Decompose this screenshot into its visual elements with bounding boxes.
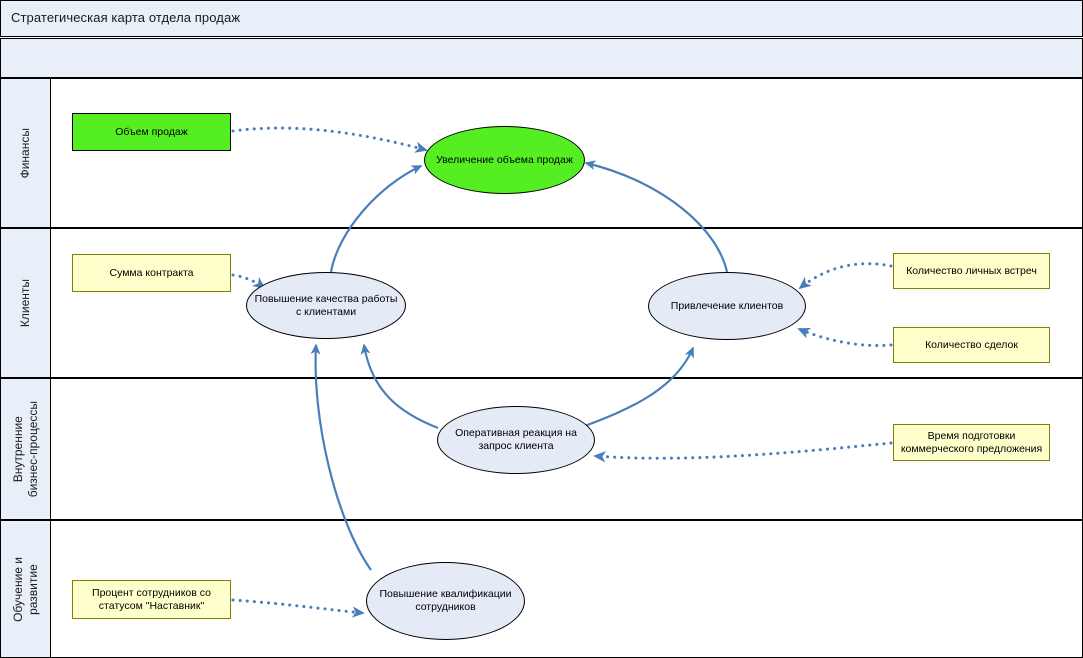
objective-staff-skills-label: Повышение квалификации сотрудников	[379, 588, 512, 613]
measure-mentor-percent[interactable]: Процент сотрудников со статусом "Наставн…	[72, 580, 231, 619]
measure-deals-count-label: Количество сделок	[925, 338, 1018, 351]
measure-sales-volume[interactable]: Объем продаж	[72, 113, 231, 151]
objective-client-acquisition-label: Привлечение клиентов	[670, 299, 784, 312]
perspective-label-finance-text: Финансы	[18, 127, 32, 179]
objective-client-quality-label: Повышение качества работы с клиентами	[254, 292, 398, 318]
perspective-label-learning: Обучение и развитие	[1, 521, 51, 657]
measure-contract-sum[interactable]: Сумма контракта	[72, 254, 231, 292]
objective-sales-growth-label: Увеличение объема продаж	[436, 153, 573, 166]
objective-fast-response[interactable]: Оперативная реакция на запрос клиента	[437, 406, 595, 474]
perspective-label-processes: Внутренние бизнес-процессы	[1, 379, 51, 519]
objective-sales-growth[interactable]: Увеличение объема продаж	[424, 126, 585, 194]
measure-offer-time[interactable]: Время подготовки коммерческого предложен…	[893, 424, 1050, 461]
perspective-label-clients-text: Клиенты	[18, 278, 32, 328]
perspective-label-learning-text: Обучение и развитие	[10, 556, 40, 622]
measure-meetings-count-label: Количество личных встреч	[906, 264, 1037, 277]
title-band: Стратегическая карта отдела продаж	[0, 0, 1083, 37]
objective-client-acquisition[interactable]: Привлечение клиентов	[648, 272, 806, 340]
objective-staff-skills[interactable]: Повышение квалификации сотрудников	[366, 562, 525, 640]
subtitle-band	[0, 38, 1083, 78]
page-title: Стратегическая карта отдела продаж	[11, 10, 241, 25]
perspective-label-processes-text: Внутренние бизнес-процессы	[10, 400, 40, 498]
measure-mentor-percent-label: Процент сотрудников со статусом "Наставн…	[92, 586, 211, 612]
objective-fast-response-label: Оперативная реакция на запрос клиента	[455, 427, 577, 452]
perspective-label-clients: Клиенты	[1, 229, 51, 377]
measure-deals-count[interactable]: Количество сделок	[893, 327, 1050, 363]
measure-offer-time-label: Время подготовки коммерческого предложен…	[900, 429, 1043, 455]
measure-sales-volume-label: Объем продаж	[115, 125, 188, 138]
perspective-label-finance: Финансы	[1, 79, 51, 227]
measure-contract-sum-label: Сумма контракта	[109, 266, 194, 279]
objective-client-quality[interactable]: Повышение качества работы с клиентами	[246, 272, 406, 339]
measure-meetings-count[interactable]: Количество личных встреч	[893, 253, 1050, 289]
